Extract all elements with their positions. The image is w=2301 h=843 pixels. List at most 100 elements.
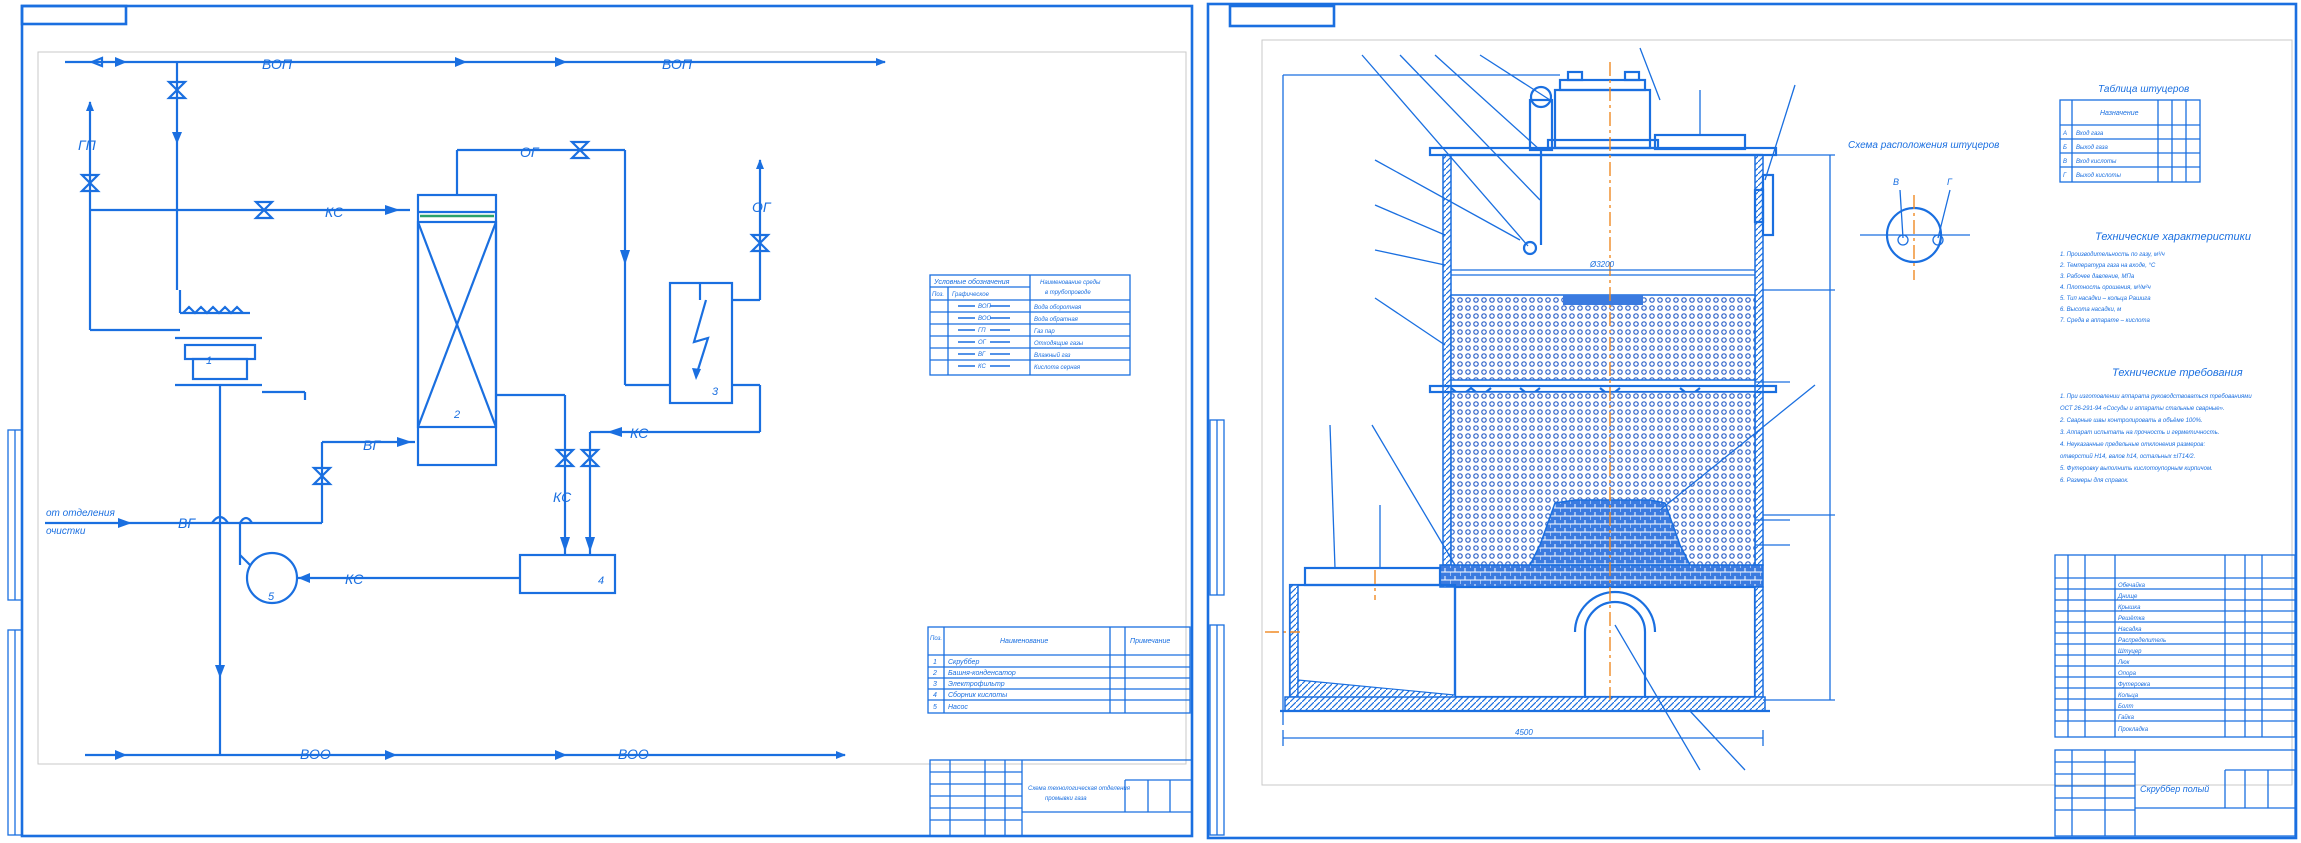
tech-requirements: Технические требования 1. При изготовлен… — [2059, 367, 2252, 484]
part-0: Обечайка — [2118, 582, 2146, 589]
part-13: Прокладка — [2118, 727, 2149, 733]
label-vop-1: ВОП — [262, 56, 293, 72]
part-2: Крышка — [2118, 605, 2141, 611]
legend-name-4: Влажный газ — [1034, 352, 1071, 359]
legend-name-3: Отходящие газы — [1034, 341, 1084, 347]
label-og-2: ОГ — [752, 199, 772, 215]
legend-code-5: КС — [978, 364, 986, 370]
label-ks-3: КС — [553, 489, 572, 505]
valve-icon[interactable] — [79, 173, 101, 193]
right-sheet: Ø3200 4500 Схема расположения штуцеров — [1206, 2, 2298, 840]
legend-header: Условные обозначения — [933, 278, 1010, 286]
tech-char-5: 6. Высота насадки, м — [2060, 307, 2121, 313]
lightning-icon — [692, 299, 710, 380]
tech-req-2: 2. Сварные швы контролировать в объёме 1… — [2059, 418, 2203, 424]
tech-char-2: 3. Рабочее давление, МПа — [2060, 274, 2135, 280]
nozzle-table: Таблица штуцеров Назначение А Б В Г Вход… — [2059, 83, 2201, 183]
nozzle-letter-g: Г — [1947, 177, 1953, 187]
tech-char-4: 5. Тип насадки – кольца Рашига — [2060, 296, 2151, 302]
nozzle-name-3: Выход кислоты — [2076, 173, 2122, 179]
equip-num-2: 2 — [453, 409, 460, 421]
nozzle-id-2: В — [2063, 159, 2067, 165]
tech-req-title: Технические требования — [2112, 367, 2243, 379]
parts-list: Обечайка Днище Крышка Решётка Насадка Ра… — [2054, 554, 2296, 738]
tech-req-4: 4. Неуказанные предельные отклонения раз… — [2060, 442, 2205, 448]
spec-pos-2: 3 — [933, 681, 937, 688]
spec-pos-3: 4 — [933, 692, 937, 699]
scrubber-vessel: Ø3200 4500 — [1265, 47, 1835, 771]
nozzle-id-3: Г — [2063, 173, 2067, 179]
spec-name-1: Башня-конденсатор — [948, 669, 1016, 677]
label-vop-2: ВОП — [662, 56, 693, 72]
label-ks-2: КС — [630, 425, 649, 441]
tech-req-1: ОСТ 26-291-94 «Сосуды и аппараты стальны… — [2060, 406, 2225, 412]
spec-name-4: Насос — [948, 704, 968, 711]
part-10: Кольца — [2118, 693, 2139, 699]
spec-name-0: Скруббер — [948, 658, 979, 666]
incoming-label-2: очистки — [46, 526, 86, 537]
valve-icon[interactable] — [749, 233, 771, 253]
part-6: Штуцер — [2118, 649, 2142, 655]
nozzle-name-2: Вход кислоты — [2076, 159, 2117, 165]
equip-num-1: 1 — [206, 355, 212, 367]
valve-icon[interactable] — [166, 80, 188, 100]
title-left-line1: Схема технологическая отделения — [1028, 786, 1131, 792]
spec-name-2: Электрофильтр — [948, 681, 1005, 688]
part-11: Болт — [2118, 704, 2134, 710]
legend-name-1: Вода обратная — [1034, 317, 1079, 323]
equip-num-3: 3 — [712, 386, 719, 398]
incoming-label-1: от отделения — [46, 508, 115, 519]
nozzle-name-0: Вход газа — [2076, 131, 2104, 137]
legend-table: Условные обозначения Поз. Графическое На… — [929, 274, 1131, 376]
spec-table: Поз. Наименование Примечание 1 2 3 4 5 С… — [927, 626, 1191, 714]
tech-char-3: 4. Плотность орошения, м³/м²ч — [2060, 285, 2151, 291]
nozzle-id-0: А — [2062, 131, 2067, 137]
valve-icon[interactable] — [253, 200, 275, 220]
tech-req-6: 5. Футеровку выполнить кислотоупорным ки… — [2060, 466, 2213, 472]
nozzle-col-name: Назначение — [2100, 110, 2139, 117]
spec-pos-4: 5 — [933, 704, 937, 711]
legend-code-3: ОГ — [978, 340, 987, 346]
legend-code-4: ВГ — [978, 352, 986, 358]
valve-icon[interactable] — [569, 140, 591, 160]
part-7: Люк — [2117, 660, 2131, 666]
tech-characteristics: Технические характеристики 1. Производит… — [2059, 231, 2251, 324]
title-left-line2: промывки газа — [1045, 796, 1087, 802]
dim-width-top: Ø3200 — [1589, 260, 1615, 269]
spec-pos-0: 1 — [933, 659, 937, 666]
equip-num-4: 4 — [598, 575, 604, 587]
label-ks-4: КС — [345, 571, 364, 587]
legend-name-0: Вода оборотная — [1034, 305, 1082, 311]
acid-collector-4 — [518, 553, 617, 595]
legend-name-2: Газ пар — [1034, 329, 1055, 335]
label-voo-1: ВОО — [300, 746, 331, 762]
valve-icon[interactable] — [554, 448, 576, 468]
part-5: Распределитель — [2118, 638, 2166, 644]
part-1: Днище — [2117, 594, 2138, 600]
scrubber-1 — [175, 336, 262, 387]
part-9: Футеровка — [2118, 682, 2151, 688]
valve-icon[interactable] — [579, 448, 601, 468]
nozzle-name-1: Выход газа — [2076, 145, 2108, 151]
title-block-left: Схема технологическая отделения промывки… — [929, 759, 1193, 837]
tech-char-1: 2. Температура газа на входе, °С — [2059, 263, 2156, 269]
tech-req-0: 1. При изготовлении аппарата руководство… — [2060, 394, 2252, 400]
legend-col-name-2: в трубопроводе — [1045, 290, 1091, 296]
tech-char-6: 7. Среда в аппарате – кислота — [2060, 318, 2150, 324]
title-block-right: Скруббер полый — [2054, 749, 2296, 837]
label-og-1: ОГ — [520, 144, 540, 160]
legend-col-symbol: Графическое — [952, 292, 990, 298]
valve-icon[interactable] — [311, 466, 333, 486]
left-sheet: ВОП ВОП ВОО ВОО ГП КС ОГ ОГ ВГ ВГ КС КС … — [7, 4, 1194, 838]
equip-num-5: 5 — [268, 591, 275, 603]
tech-req-3: 3. Аппарат испытать на прочность и герме… — [2060, 430, 2219, 436]
label-vg-1: ВГ — [363, 437, 381, 453]
nozzle-table-title: Таблица штуцеров — [2098, 83, 2189, 95]
tech-char-title: Технические характеристики — [2095, 231, 2251, 243]
spec-pos-1: 2 — [932, 670, 937, 677]
legend-name-5: Кислота серная — [1034, 365, 1081, 371]
tech-char-0: 1. Производительность по газу, м³/ч — [2060, 252, 2165, 258]
label-vg-2: ВГ — [178, 515, 196, 531]
nozzle-letter-v: В — [1893, 177, 1899, 187]
